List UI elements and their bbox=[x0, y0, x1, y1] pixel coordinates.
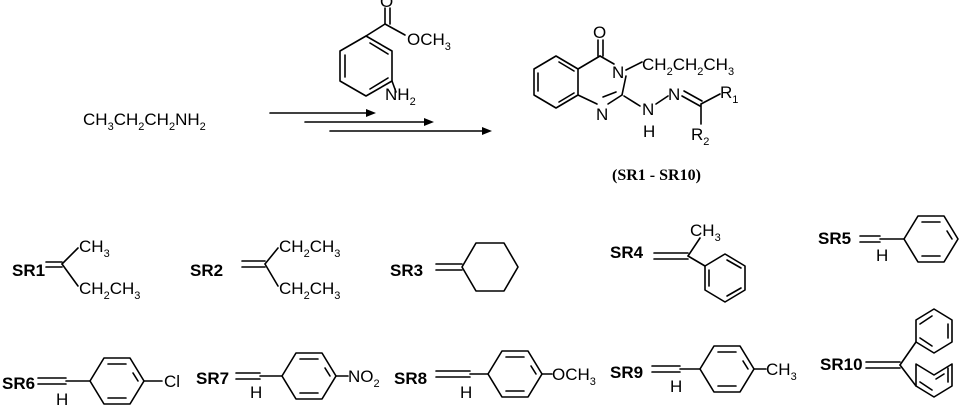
substituent-sr4: SR4 CH3 bbox=[610, 221, 746, 303]
substituent-sr3: SR3 bbox=[390, 242, 519, 292]
sr1-label: SR1 bbox=[12, 261, 45, 280]
hydrazone-nh-h: H bbox=[643, 122, 655, 141]
sr6-label: SR6 bbox=[2, 374, 35, 393]
methyl-anthranilate: O OCH3 NH2 bbox=[339, 0, 451, 108]
propylamine-formula: CH3CH2CH2NH2 bbox=[83, 110, 206, 133]
sr9-methyl: CH3 bbox=[766, 360, 797, 383]
substituent-sr8: SR8 H OCH3 bbox=[394, 350, 596, 402]
product-propyl-chain: CH2CH2CH3 bbox=[642, 55, 734, 78]
sr8-hydrogen: H bbox=[460, 383, 472, 402]
sr9-label: SR9 bbox=[610, 363, 643, 382]
substituent-sr2: SR2 CH2CH3 CH2CH3 bbox=[190, 237, 340, 302]
substituent-sr5: SR5 H bbox=[818, 215, 959, 265]
sr8-methoxy: OCH3 bbox=[552, 365, 596, 388]
sr9-hydrogen: H bbox=[670, 377, 682, 396]
sr2-ethyl-top: CH2CH3 bbox=[279, 237, 340, 260]
sr8-label: SR8 bbox=[394, 369, 427, 388]
reagent-amine-group: NH2 bbox=[385, 85, 416, 108]
quinazolinone-product: O N CH2CH2CH3 N N H N R1 R2 (SR1 - SR10) bbox=[533, 23, 738, 184]
sr4-methyl: CH3 bbox=[690, 221, 721, 244]
sr7-nitro: NO2 bbox=[348, 367, 380, 390]
product-n3: N bbox=[612, 63, 624, 82]
sr1-methyl: CH3 bbox=[79, 237, 110, 260]
reagent-ester-group: OCH3 bbox=[407, 30, 451, 53]
sr6-chloro: Cl bbox=[164, 372, 180, 391]
substituent-sr10: SR10 bbox=[820, 308, 953, 398]
sr2-label: SR2 bbox=[190, 261, 223, 280]
product-r1: R1 bbox=[720, 83, 738, 106]
hydrazone-nh-n: N bbox=[642, 100, 654, 119]
sr5-label: SR5 bbox=[818, 229, 851, 248]
substituent-sr1: SR1 CH3 CH2CH3 bbox=[12, 237, 140, 302]
sr4-label: SR4 bbox=[610, 243, 644, 262]
substituent-sr7: SR7 H NO2 bbox=[196, 352, 380, 402]
product-n1: N bbox=[596, 105, 608, 124]
sr10-label: SR10 bbox=[820, 355, 863, 374]
substituent-sr6: SR6 H Cl bbox=[2, 357, 180, 408]
sr7-label: SR7 bbox=[196, 369, 229, 388]
product-carbonyl-oxygen: O bbox=[593, 23, 606, 42]
reagent-carbonyl-oxygen: O bbox=[380, 0, 393, 11]
sr7-hydrogen: H bbox=[250, 383, 262, 402]
sr2-ethyl-bottom: CH2CH3 bbox=[279, 279, 340, 302]
product-r2: R2 bbox=[691, 125, 709, 148]
sr6-hydrogen: H bbox=[56, 390, 68, 408]
sr3-label: SR3 bbox=[390, 261, 423, 280]
hydrazone-imine-n: N bbox=[668, 85, 680, 104]
substituent-sr9: SR9 H CH3 bbox=[610, 345, 797, 396]
product-caption: (SR1 - SR10) bbox=[612, 167, 701, 184]
sr5-hydrogen: H bbox=[876, 246, 888, 265]
sr1-ethyl: CH2CH3 bbox=[79, 279, 140, 302]
reaction-arrows bbox=[269, 109, 492, 135]
